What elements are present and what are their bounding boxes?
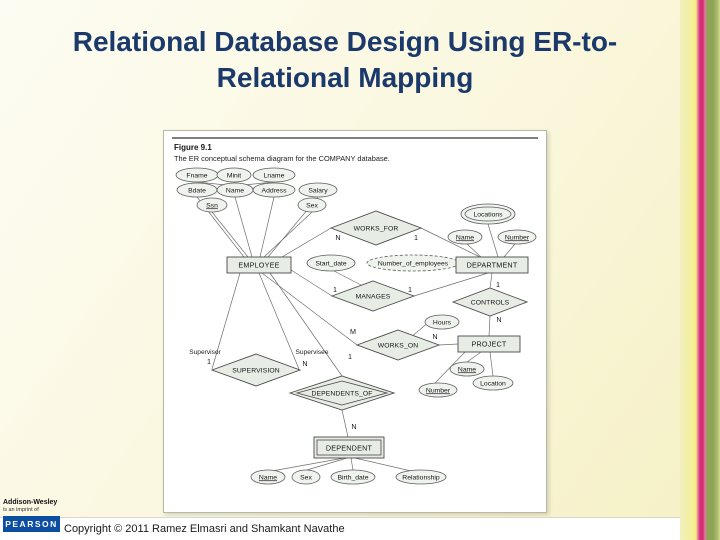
pearson-logo-text: PEARSON bbox=[5, 519, 58, 529]
svg-text:DEPENDENTS_OF: DEPENDENTS_OF bbox=[312, 391, 373, 398]
relationship-manages: MANAGES bbox=[330, 280, 416, 312]
svg-text:N: N bbox=[335, 233, 340, 242]
attribute-fname: Fname bbox=[175, 167, 219, 183]
svg-text:Address: Address bbox=[262, 187, 288, 194]
cardinality-labels: N 1 1 1 1 N M N 1 N 1 N bbox=[207, 233, 502, 431]
svg-text:DEPENDENT: DEPENDENT bbox=[326, 444, 373, 453]
attribute-name-department: Name bbox=[447, 229, 483, 245]
svg-text:Name: Name bbox=[456, 234, 474, 241]
entity-project: PROJECT bbox=[457, 335, 521, 353]
attribute-ssn: Ssn bbox=[196, 197, 228, 213]
attribute-salary: Salary bbox=[298, 182, 338, 198]
attribute-locations: Locations bbox=[460, 203, 516, 225]
svg-text:Number: Number bbox=[426, 387, 451, 394]
svg-text:Hours: Hours bbox=[433, 319, 452, 326]
attribute-sex-dependent: Sex bbox=[291, 469, 321, 485]
attribute-number-of-employees: Number_of_employees bbox=[366, 254, 460, 272]
svg-text:Start_date: Start_date bbox=[315, 260, 347, 267]
svg-text:Sex: Sex bbox=[300, 474, 312, 481]
svg-text:MANAGES: MANAGES bbox=[356, 294, 391, 301]
role-labels: Supervisor Supervisee bbox=[189, 349, 329, 356]
svg-text:M: M bbox=[350, 327, 356, 336]
svg-text:Minit: Minit bbox=[227, 172, 241, 179]
svg-text:Name: Name bbox=[259, 474, 277, 481]
attribute-lname: Lname bbox=[252, 167, 296, 183]
svg-text:1: 1 bbox=[408, 285, 412, 294]
imprint-name: Addison-Wesley bbox=[3, 499, 58, 506]
attribute-minit: Minit bbox=[216, 167, 252, 183]
attribute-sex-employee: Sex bbox=[297, 197, 327, 213]
svg-text:Salary: Salary bbox=[308, 187, 328, 194]
attribute-bdate: Bdate bbox=[176, 182, 218, 198]
svg-text:1: 1 bbox=[414, 233, 418, 242]
entity-department: DEPARTMENT bbox=[455, 256, 529, 274]
slide-title-line1: Relational Database Design Using ER-to- bbox=[72, 26, 618, 57]
svg-text:N: N bbox=[351, 422, 356, 431]
attribute-name-employee: Name bbox=[216, 182, 254, 198]
figure-caption: The ER conceptual schema diagram for the… bbox=[174, 154, 390, 163]
svg-text:Name: Name bbox=[226, 187, 244, 194]
attribute-hours: Hours bbox=[424, 314, 460, 330]
relationship-supervision: SUPERVISION bbox=[210, 353, 302, 387]
entity-employee: EMPLOYEE bbox=[226, 256, 292, 274]
svg-text:Relationship: Relationship bbox=[402, 474, 440, 481]
attribute-address: Address bbox=[252, 182, 296, 198]
svg-text:Ssn: Ssn bbox=[206, 202, 218, 209]
svg-text:Name: Name bbox=[458, 366, 476, 373]
svg-text:CONTROLS: CONTROLS bbox=[471, 300, 510, 307]
svg-text:Sex: Sex bbox=[306, 202, 318, 209]
svg-text:1: 1 bbox=[333, 285, 337, 294]
svg-text:PROJECT: PROJECT bbox=[472, 340, 507, 349]
svg-text:DEPARTMENT: DEPARTMENT bbox=[467, 261, 518, 270]
svg-text:SUPERVISION: SUPERVISION bbox=[232, 368, 279, 375]
attribute-number-department: Number bbox=[497, 229, 537, 245]
svg-text:1: 1 bbox=[348, 352, 352, 361]
svg-text:Supervisee: Supervisee bbox=[296, 349, 329, 356]
svg-text:Location: Location bbox=[480, 380, 506, 387]
svg-text:1: 1 bbox=[496, 280, 500, 289]
slide-title-line2: Relational Mapping bbox=[216, 62, 474, 93]
figure-panel: Figure 9.1 The ER conceptual schema diag… bbox=[163, 130, 547, 513]
publisher-imprint: Addison-Wesley is an imprint of PEARSON bbox=[3, 499, 61, 532]
relationship-works-for: WORKS_FOR bbox=[329, 210, 423, 246]
svg-text:WORKS_ON: WORKS_ON bbox=[378, 343, 418, 350]
svg-text:Birth_date: Birth_date bbox=[338, 474, 369, 481]
figure-label: Figure 9.1 bbox=[174, 143, 212, 152]
svg-text:N: N bbox=[496, 315, 501, 324]
right-stripe-decoration bbox=[680, 0, 720, 540]
svg-text:Number: Number bbox=[505, 234, 530, 241]
er-diagram: Figure 9.1 The ER conceptual schema diag… bbox=[172, 137, 538, 485]
relationship-works-on: WORKS_ON bbox=[355, 329, 441, 361]
attribute-location-project: Location bbox=[472, 375, 514, 391]
svg-text:1: 1 bbox=[207, 357, 211, 366]
copyright-bar: Copyright © 2011 Ramez Elmasri and Shamk… bbox=[0, 517, 680, 540]
svg-text:N: N bbox=[432, 332, 437, 341]
attribute-relationship: Relationship bbox=[395, 469, 447, 485]
svg-text:Bdate: Bdate bbox=[188, 187, 206, 194]
relationship-dependents-of: DEPENDENTS_OF bbox=[288, 375, 396, 411]
svg-text:Supervisor: Supervisor bbox=[189, 349, 221, 356]
svg-text:EMPLOYEE: EMPLOYEE bbox=[238, 261, 279, 270]
svg-text:Number_of_employees: Number_of_employees bbox=[378, 260, 449, 267]
attribute-start-date: Start_date bbox=[306, 254, 356, 272]
imprint-tagline: is an imprint of bbox=[3, 507, 39, 513]
svg-text:N: N bbox=[302, 359, 307, 368]
attribute-name-project: Name bbox=[449, 361, 485, 377]
er-edges bbox=[196, 181, 516, 472]
svg-text:Fname: Fname bbox=[186, 172, 207, 179]
relationship-controls: CONTROLS bbox=[451, 287, 529, 317]
attribute-number-project: Number bbox=[418, 382, 458, 398]
svg-text:Lname: Lname bbox=[264, 172, 285, 179]
svg-text:Locations: Locations bbox=[473, 211, 503, 218]
slide-title: Relational Database Design Using ER-to- … bbox=[10, 24, 680, 96]
attribute-birth-date: Birth_date bbox=[330, 469, 376, 485]
svg-text:WORKS_FOR: WORKS_FOR bbox=[354, 226, 399, 233]
attribute-name-dependent: Name bbox=[250, 469, 286, 485]
copyright-text: Copyright © 2011 Ramez Elmasri and Shamk… bbox=[64, 523, 345, 535]
pearson-logo: PEARSON bbox=[3, 516, 60, 532]
entity-dependent: DEPENDENT bbox=[313, 436, 385, 459]
